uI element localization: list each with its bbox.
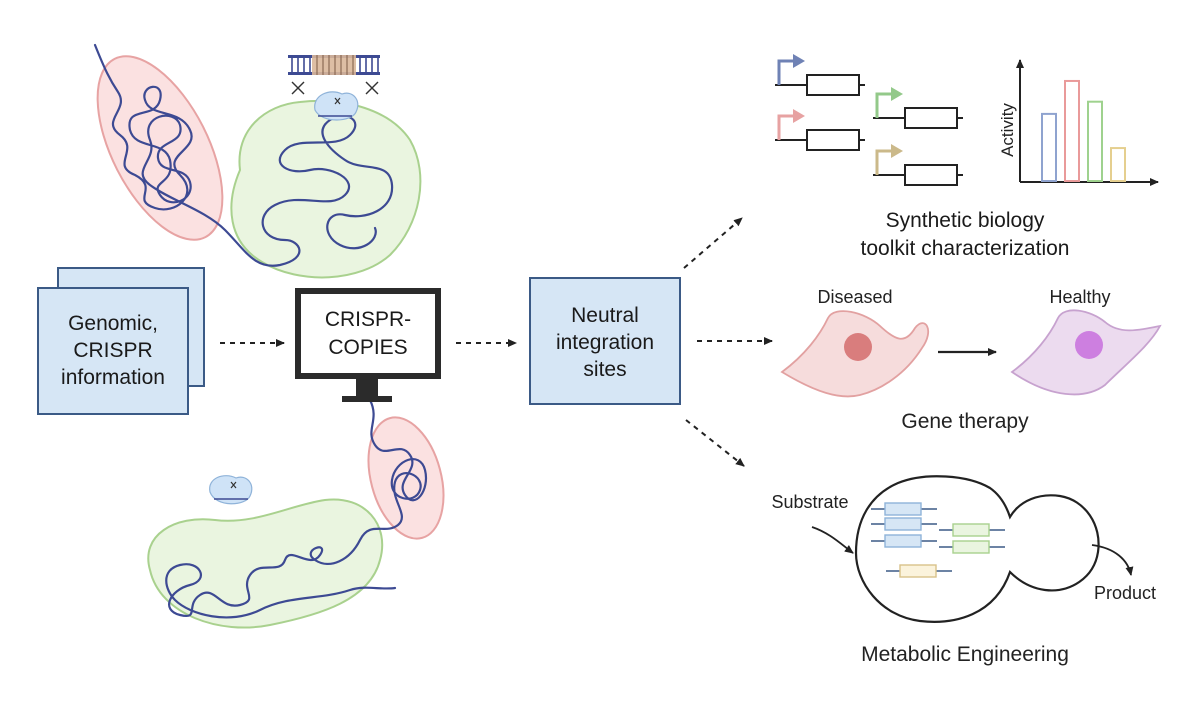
cas9-complex-icon (314, 91, 359, 121)
pathway-gene (952, 540, 990, 554)
activity-bar (1110, 147, 1126, 182)
healthy-label: Healthy (1049, 287, 1111, 307)
diseased-nucleus (844, 333, 872, 361)
synbio-title-line-2: toolkit characterization (860, 237, 1070, 260)
computer-line-1: CRISPR- (324, 308, 412, 331)
promoter-arrow (875, 149, 895, 175)
promoter-arrowhead (793, 54, 805, 68)
output-line-1: Neutral (571, 304, 639, 327)
computer-screen-text: CRISPR- COPIES (298, 306, 438, 362)
pathway-gene (884, 502, 922, 516)
gene-box (806, 129, 860, 151)
input-box-text: Genomic, CRISPR information (38, 310, 188, 391)
promoter-arrow (777, 114, 797, 140)
output-line-3: sites (583, 358, 627, 381)
neutral-sites-box (529, 277, 681, 405)
healthy-nucleus (1075, 331, 1103, 359)
computer-monitor-icon (295, 288, 441, 402)
dna-strand-bottom (165, 398, 428, 619)
synbio-title-line-1: Synthetic biology (885, 209, 1045, 232)
synbio-title: Synthetic biology toolkit characterizati… (820, 207, 1110, 263)
green-cell-outline (230, 99, 422, 279)
gene-therapy-illustration (780, 309, 1162, 398)
input-line-2: CRISPR (73, 339, 153, 362)
diseased-label: Diseased (817, 287, 893, 307)
gene-box (904, 107, 958, 129)
activity-bar (1064, 79, 1080, 182)
promoter-arrowhead (891, 144, 903, 158)
metabolic-illustration (811, 475, 1134, 623)
input-document-stack (37, 267, 205, 415)
pathway-gene (884, 517, 922, 531)
promoter-arrowhead (793, 109, 805, 123)
top-genome-illustration (93, 43, 422, 279)
gene-box (904, 164, 958, 186)
input-line-3: information (61, 366, 165, 389)
promoter-arrowhead (891, 87, 903, 101)
pathway-gene (884, 534, 922, 548)
activity-axis-label: Activity (998, 103, 1017, 157)
promoter-arrow (777, 59, 797, 85)
arrow-to-metabolic (685, 419, 745, 467)
bottom-genome-illustration (147, 398, 445, 629)
computer-line-2: COPIES (328, 336, 408, 359)
activity-chart (1016, 59, 1159, 186)
promoter-arrow (875, 92, 895, 118)
metabolic-title: Metabolic Engineering (861, 643, 1069, 666)
product-label: Product (1093, 583, 1157, 603)
input-line-1: Genomic, (68, 312, 158, 335)
pathway-gene (899, 564, 937, 578)
gene-box (806, 74, 860, 96)
output-box-text: Neutral integration sites (530, 302, 680, 383)
arrow-to-synbio (683, 217, 743, 269)
gene-therapy-title: Gene therapy (901, 410, 1029, 433)
output-line-2: integration (555, 331, 655, 354)
product-arrow (1091, 544, 1134, 576)
cas9-complex-icon-bottom (209, 475, 253, 505)
activity-bar (1041, 112, 1057, 182)
activity-bar (1087, 100, 1103, 182)
substrate-arrow (811, 526, 854, 554)
promoter-constructs (775, 54, 963, 186)
pathway-gene (952, 523, 990, 537)
dna-ladder-icon (288, 55, 380, 95)
dashed-arrows (220, 217, 773, 467)
substrate-label: Substrate (771, 492, 849, 512)
